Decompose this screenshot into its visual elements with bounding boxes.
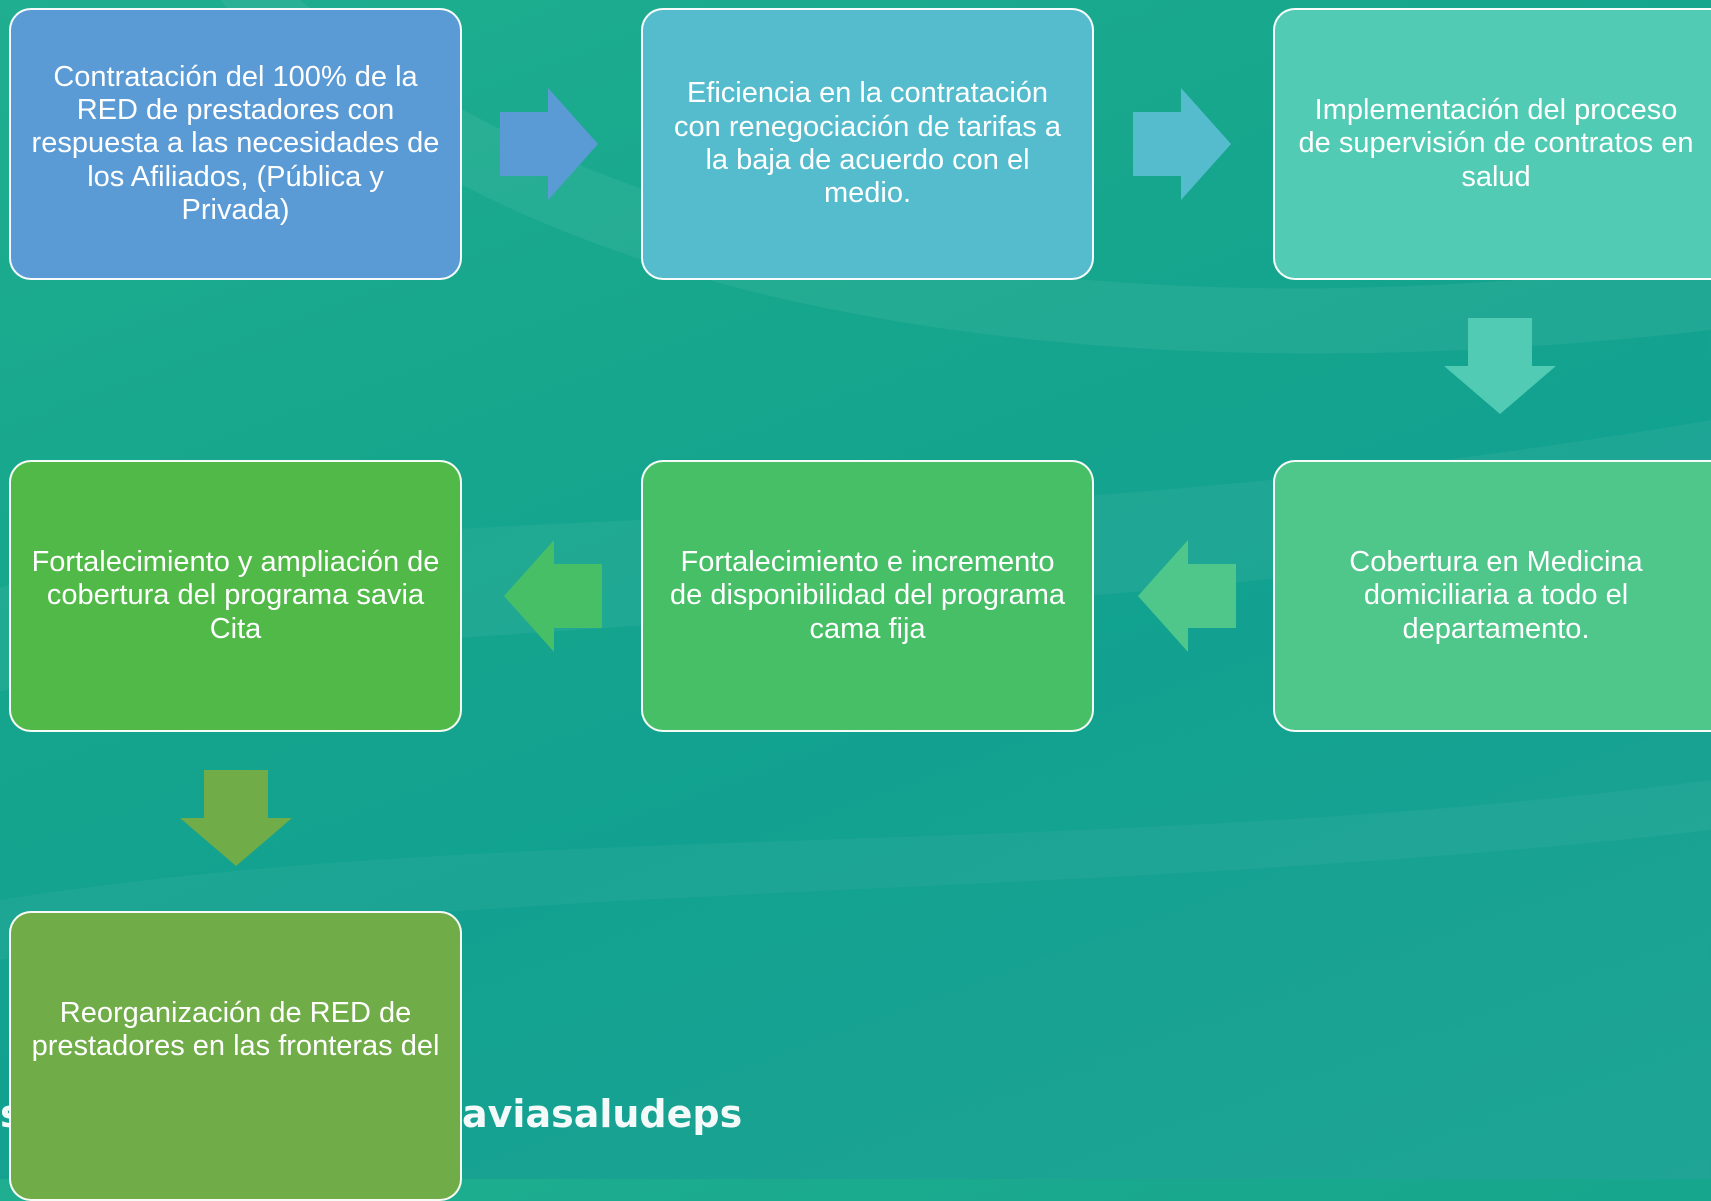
arrow-left-icon [1138,540,1236,652]
arrow-down-icon [180,770,292,866]
process-step-5-text: Fortalecimiento e incremento de disponib… [670,545,1065,645]
process-step-7: Reorganización de RED de prestadores en … [9,911,462,1201]
process-step-2: Eficiencia en la contratación con renego… [641,8,1094,280]
process-step-7-text: Reorganización de RED de prestadores en … [31,997,440,1063]
watermark-handle: aviasaludeps [462,1092,743,1136]
process-step-1-text: Contratación del 100% de la RED de prest… [31,60,440,227]
process-step-6: Fortalecimiento y ampliación de cobertur… [9,460,462,732]
process-step-3-text: Implementación del proceso de supervisió… [1298,93,1694,193]
process-step-4: Cobertura en Medicina domiciliaria a tod… [1273,460,1711,732]
process-step-3: Implementación del proceso de supervisió… [1273,8,1711,280]
process-step-1: Contratación del 100% de la RED de prest… [9,8,462,280]
arrow-right-icon [500,88,598,200]
arrow-right-icon [1133,88,1231,200]
process-step-2-text: Eficiencia en la contratación con renego… [674,77,1061,210]
process-step-5: Fortalecimiento e incremento de disponib… [641,460,1094,732]
arrow-left-icon [504,540,602,652]
process-step-6-text: Fortalecimiento y ampliación de cobertur… [31,545,440,645]
process-step-4-text: Cobertura en Medicina domiciliaria a tod… [1349,545,1643,645]
arrow-down-icon [1444,318,1556,414]
